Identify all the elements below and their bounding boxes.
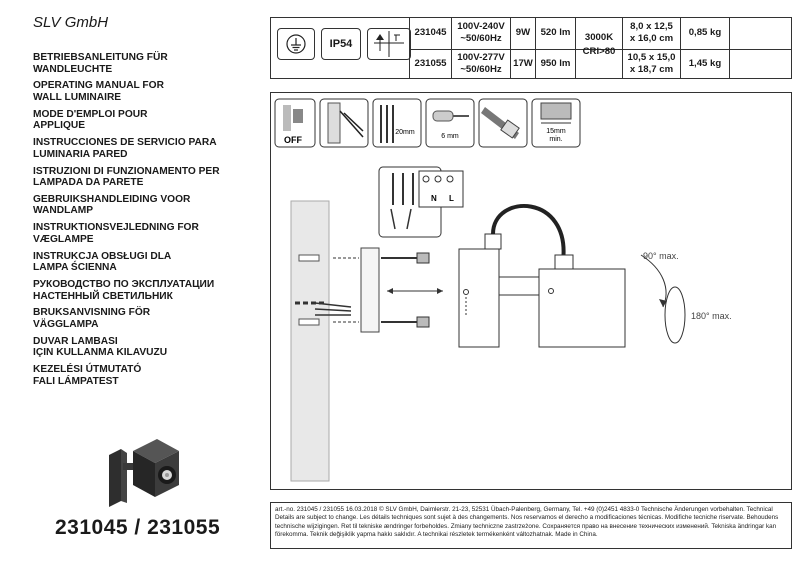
voltage-2b: ~50/60Hz	[460, 64, 502, 75]
terminal-l: L	[449, 194, 454, 203]
spec-table: IP54 231045 100V-240V ~50/60Hz 9W 520 lm…	[270, 17, 792, 79]
mounting-surface-icon	[367, 28, 411, 60]
title-list: BETRIEBSANLEITUNG FÜR WANDLEUCHTE OPERAT…	[33, 52, 263, 393]
weight-1: 0,85 kg	[688, 27, 722, 38]
luminaire-drawing	[109, 439, 179, 507]
title-es: INSTRUCCIONES DE SERVICIO PARA LUMINARIA…	[33, 137, 217, 160]
model-numbers: 231045 / 231055	[55, 516, 221, 539]
power-2: 17W	[513, 58, 533, 69]
step-strip-20mm: 20mm	[372, 98, 422, 148]
article-2: 231055	[414, 58, 447, 69]
rotation-arrow-90	[640, 254, 667, 308]
mounting-plate	[360, 247, 430, 333]
title-pl: INSTRUKCJA OBSŁUGI DLA LAMPA ŚCIENNA	[33, 250, 172, 274]
voltage-1b: ~50/60Hz	[460, 33, 502, 44]
diagram-canvas: OFF 20mm 6 mm	[274, 98, 732, 482]
footer-legal: art.-no. 231045 / 231055 16.03.2018 © SL…	[275, 506, 779, 538]
angle-90-label: 90° max.	[643, 251, 679, 261]
ip-rating: IP54	[321, 28, 361, 60]
step-ferrule	[478, 98, 528, 148]
off-label: OFF	[284, 135, 302, 145]
title-de: BETRIEBSANLEITUNG FÜR WANDLEUCHTE	[33, 52, 168, 75]
driver-box	[458, 204, 566, 348]
title-sv: BRUKSANVISNING FÖR VÄGGLAMPA	[33, 307, 151, 330]
product-image	[109, 439, 179, 507]
cct: 3000K	[584, 32, 614, 43]
dims-1b: x 16,0 cm	[629, 33, 674, 44]
title-da: INSTRUKTIONSVEJLEDNING FOR VÆGLAMPE	[33, 222, 199, 245]
title-ru: РУКОВОДСТВО ПО ЭКСПЛУАТАЦИИ НАСТЕННЫЙ СВ…	[33, 279, 215, 302]
strip-20-label: 20mm	[395, 129, 415, 136]
strip-6-label: 6 mm	[441, 133, 459, 140]
dims-2a: 10,5 x 15,0	[627, 52, 676, 63]
step-min-clearance: 15mm min.	[531, 98, 581, 148]
rotation-arrow-180	[664, 286, 686, 344]
voltage-1a: 100V-240V	[457, 21, 505, 32]
title-nl: GEBRUIKSHANDLEIDING VOOR WANDLAMP	[33, 193, 191, 217]
brand-name: SLV GmbH	[33, 14, 109, 31]
power-1: 9W	[515, 27, 531, 38]
wall	[290, 200, 330, 482]
footer-box: art.-no. 231045 / 231055 16.03.2018 © SL…	[270, 502, 792, 549]
title-hu: KEZELÉSI ÚTMUTATÓ FALI LÁMPATEST	[33, 364, 142, 387]
voltage-2a: 100V-277V	[457, 52, 505, 63]
step-power-off: OFF	[274, 98, 316, 148]
title-it: ISTRUZIONI DI FUNZIONAMENTO PER LAMPADA …	[33, 165, 220, 189]
protection-class-icon	[277, 28, 315, 60]
angle-180-label: 180° max.	[691, 311, 732, 321]
lumen-1: 520 lm	[540, 27, 571, 38]
step-ceiling-mount	[319, 98, 369, 148]
installation-diagram: OFF 20mm 6 mm	[270, 92, 792, 490]
cri: CRI>80	[582, 46, 616, 57]
step-strip-6mm: 6 mm	[425, 98, 475, 148]
title-fr: MODE D'EMPLOI POUR APPLIQUE	[33, 108, 148, 132]
min-label: min.	[549, 136, 562, 143]
weight-2: 1,45 kg	[688, 58, 722, 69]
terminal-n: N	[431, 194, 437, 203]
title-tr: DUVAR LAMBASI IÇIN KULLANMA KILAVUZU	[33, 335, 168, 359]
article-1: 231045	[414, 27, 447, 38]
title-en: OPERATING MANUAL FOR WALL LUMINAIRE	[33, 80, 164, 103]
dims-2b: x 18,7 cm	[629, 64, 674, 75]
wall-plugs	[295, 254, 352, 326]
lamp-head	[538, 254, 626, 348]
wiring-detail: N L	[378, 166, 464, 238]
dims-1a: 8,0 x 12,5	[630, 21, 673, 32]
lumen-2: 950 lm	[540, 58, 571, 69]
min-15-label: 15mm	[546, 128, 566, 135]
